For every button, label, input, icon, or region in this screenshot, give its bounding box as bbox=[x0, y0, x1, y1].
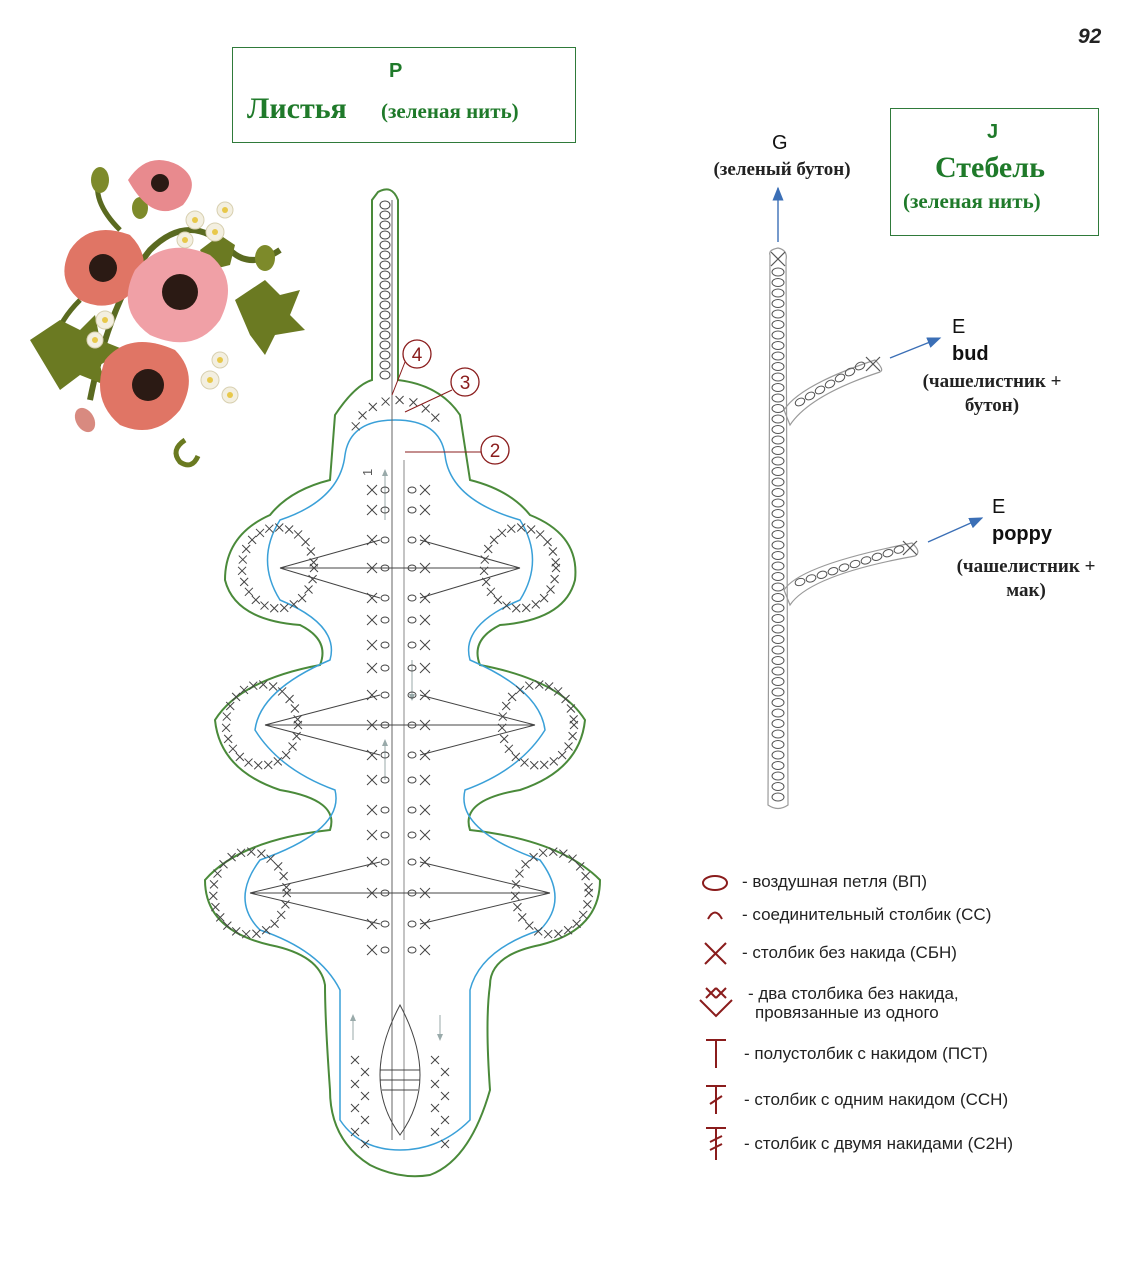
leaf-outline bbox=[203, 188, 602, 1178]
arrow-to-bud bbox=[889, 337, 942, 359]
treble-crochet-icon bbox=[706, 1127, 726, 1160]
slip-stitch-icon bbox=[707, 911, 723, 920]
stem-title-box: J Стебель (зеленая нить) bbox=[890, 108, 1099, 236]
leaves-title: Листья bbox=[247, 92, 347, 125]
stem-subtitle: (зеленая нить) bbox=[903, 189, 1041, 213]
marker-2: 2 bbox=[405, 435, 510, 465]
page-number: 92 bbox=[1078, 25, 1102, 48]
bud-caption-line1: (чашелистник + bbox=[922, 371, 1062, 392]
svg-text:3: 3 bbox=[460, 373, 471, 394]
poppy-caption-line1: (чашелистник + bbox=[956, 556, 1096, 577]
bud-name: bud bbox=[952, 343, 989, 365]
poppy-name: poppy bbox=[992, 523, 1052, 545]
legend-treble-crochet: - столбик с двумя накидами (С2Н) bbox=[744, 1134, 1013, 1153]
leaf-chart: 4 3 2 1 bbox=[203, 188, 602, 1178]
double-crochet-icon bbox=[706, 1085, 726, 1114]
legend-sc-increase-line1: - два столбика без накида, bbox=[748, 984, 959, 1003]
legend-symbols bbox=[699, 875, 733, 1160]
bud-caption-line2: бутон) bbox=[964, 395, 1020, 416]
poppy-letter: E bbox=[992, 496, 1006, 518]
half-double-crochet-icon bbox=[706, 1039, 726, 1068]
chain-stitch-icon bbox=[702, 875, 728, 891]
legend-sc-increase-line2: провязанные из одного bbox=[755, 1003, 939, 1022]
stem-title: Стебель bbox=[935, 151, 1045, 184]
legend-slip-stitch: - соединительный столбик (СС) bbox=[742, 905, 992, 924]
svg-text:2: 2 bbox=[490, 441, 501, 462]
poppy-bouquet-image bbox=[30, 160, 305, 468]
bud-letter: E bbox=[952, 316, 966, 338]
marker-3: 3 bbox=[404, 367, 480, 413]
arrow-to-poppy bbox=[927, 517, 984, 543]
marker-4: 4 bbox=[391, 339, 432, 396]
leaves-subtitle: (зеленая нить) bbox=[381, 99, 519, 123]
stem-top-caption: (зеленый бутон) bbox=[713, 159, 851, 180]
marker-1: 1 bbox=[360, 469, 375, 476]
stem-chart bbox=[767, 186, 984, 810]
poppy-caption-line2: мак) bbox=[1006, 580, 1046, 601]
leaves-letter: P bbox=[389, 60, 403, 82]
legend-chain-stitch: - воздушная петля (ВП) bbox=[742, 872, 927, 891]
svg-text:4: 4 bbox=[412, 345, 423, 366]
legend-double-crochet: - столбик с одним накидом (ССН) bbox=[744, 1090, 1009, 1109]
single-crochet-icon bbox=[704, 942, 727, 965]
stem-top-letter: G bbox=[772, 132, 788, 154]
single-crochet-increase-icon bbox=[699, 987, 733, 1018]
legend-half-double-crochet: - полустолбик с накидом (ПСТ) bbox=[744, 1044, 988, 1063]
stem-letter: J bbox=[987, 121, 999, 143]
legend-single-crochet: - столбик без накида (СБН) bbox=[742, 943, 957, 962]
leaves-title-box: P Листья (зеленая нить) bbox=[232, 47, 576, 143]
